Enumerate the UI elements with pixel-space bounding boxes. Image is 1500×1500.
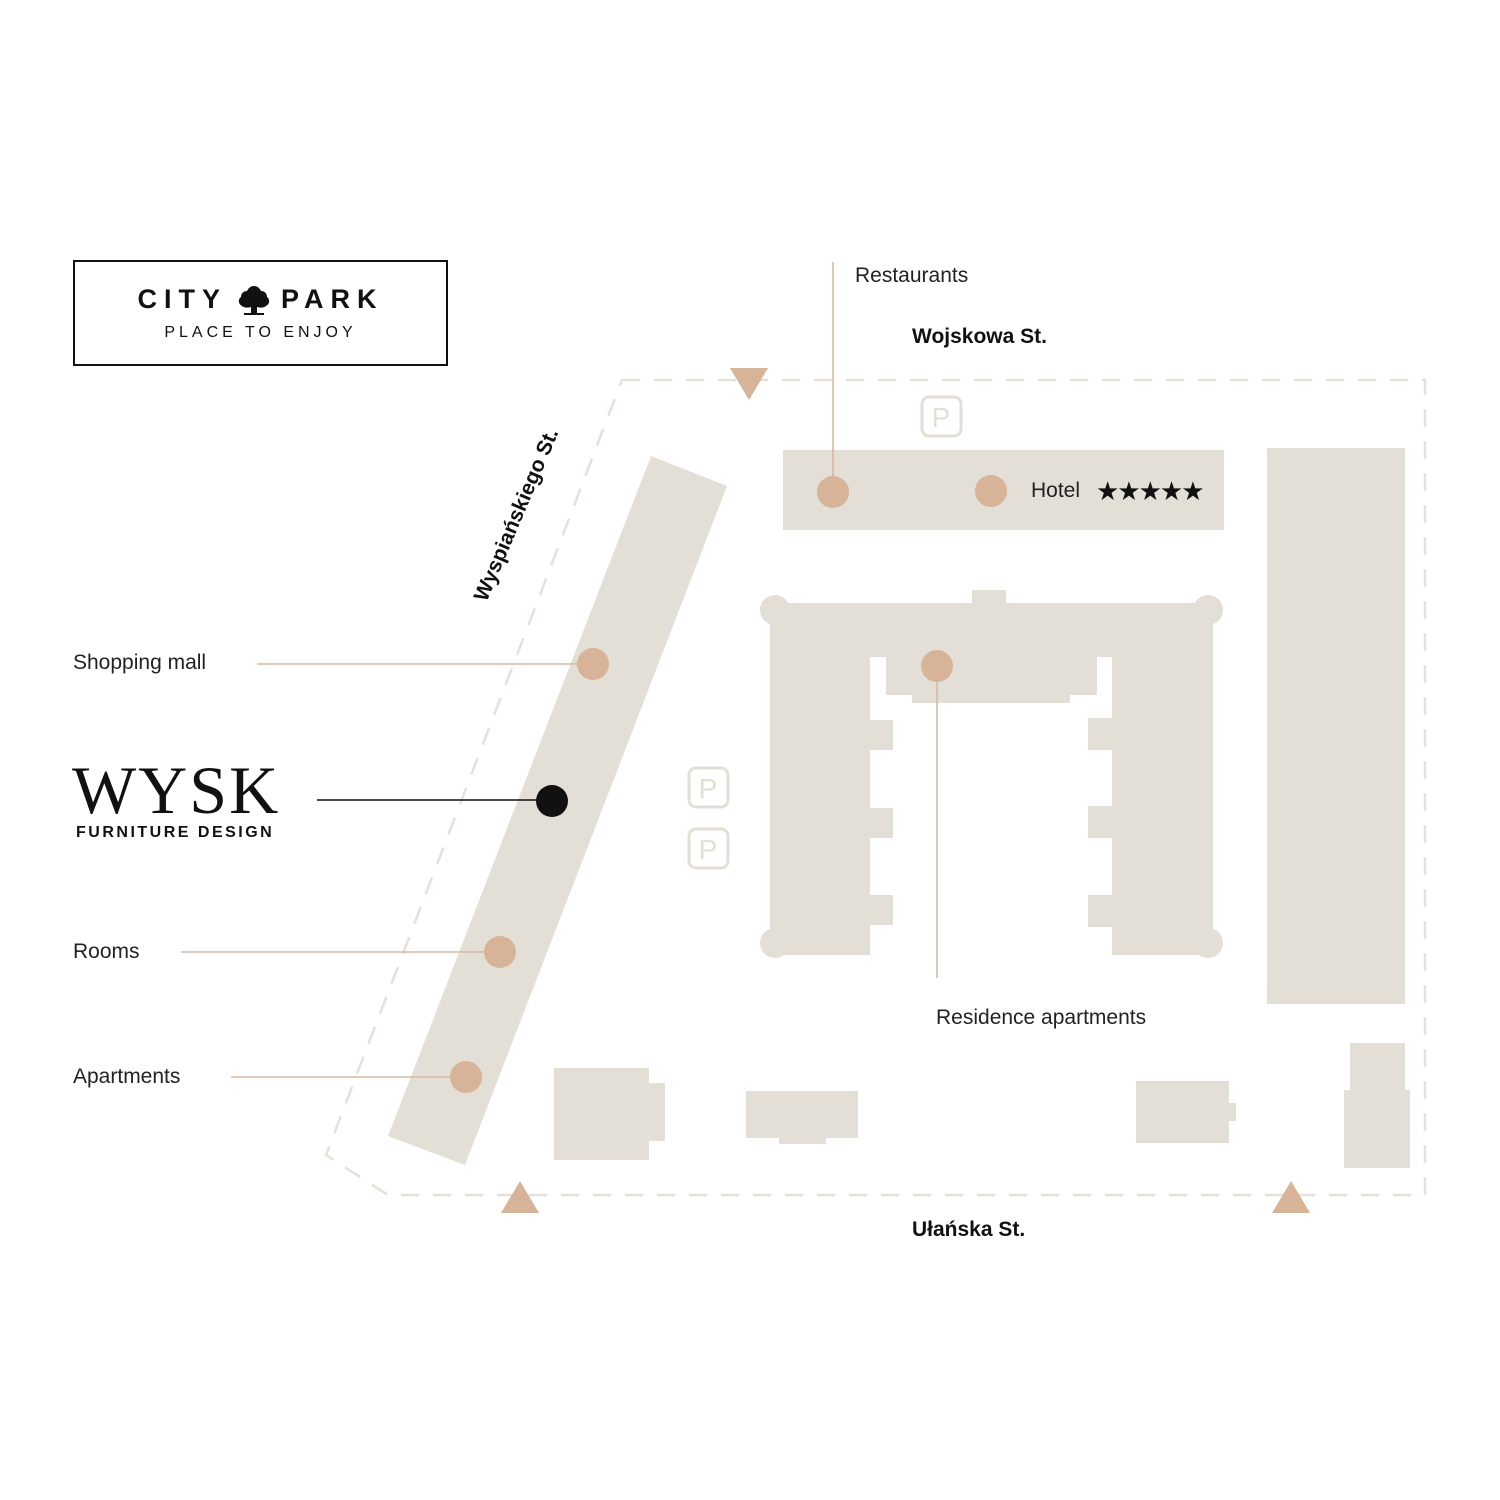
label-rooms: Rooms xyxy=(73,940,140,963)
parking-label: P xyxy=(699,773,718,804)
tree-icon xyxy=(238,286,270,315)
wysk-logo: WYSK FURNITURE DESIGN xyxy=(72,756,280,842)
parking-icon xyxy=(920,395,963,438)
label-hotel: Hotel xyxy=(1031,479,1081,502)
entrance-north-icon xyxy=(730,368,768,400)
street-wojskowa: Wojskowa St. xyxy=(912,325,1047,348)
pin-residence[interactable] xyxy=(921,650,953,682)
pin-restaurants[interactable] xyxy=(817,476,849,508)
wysk-subtitle: FURNITURE DESIGN xyxy=(76,824,275,841)
parking-label: P xyxy=(699,834,718,865)
pin-wysk[interactable] xyxy=(536,785,568,817)
pin-hotel[interactable] xyxy=(975,475,1007,507)
parking-icon xyxy=(687,827,730,870)
pin-rooms[interactable] xyxy=(484,936,516,968)
logo-park: PARK xyxy=(281,284,384,315)
label-residence: Residence apartments xyxy=(936,1006,1147,1029)
building-east xyxy=(1267,448,1405,1004)
wysk-name: WYSK xyxy=(72,752,281,828)
building-small-1 xyxy=(554,1068,665,1160)
entrance-south-east-icon xyxy=(1272,1181,1310,1213)
building-residence xyxy=(760,590,1223,958)
label-shopping-mall: Shopping mall xyxy=(73,651,207,674)
building-small-4 xyxy=(1344,1043,1410,1168)
parking-icon xyxy=(687,766,730,809)
pin-shopping-mall[interactable] xyxy=(577,648,609,680)
building-small-3 xyxy=(1136,1081,1236,1143)
label-apartments: Apartments xyxy=(73,1065,181,1088)
pin-apartments[interactable] xyxy=(450,1061,482,1093)
building-small-2 xyxy=(746,1091,858,1144)
street-ulanska: Ułańska St. xyxy=(912,1218,1026,1241)
entrance-south-west-icon xyxy=(501,1181,539,1213)
logo-city: CITY xyxy=(137,284,227,315)
logo-tagline: PLACE TO ENJOY xyxy=(164,324,357,341)
parking-label: P xyxy=(932,402,951,433)
hotel-stars-icon: ★★★★★ xyxy=(1096,476,1205,506)
city-park-logo: CITY PARK PLACE TO ENJOY xyxy=(73,260,448,366)
label-restaurants: Restaurants xyxy=(855,264,969,287)
